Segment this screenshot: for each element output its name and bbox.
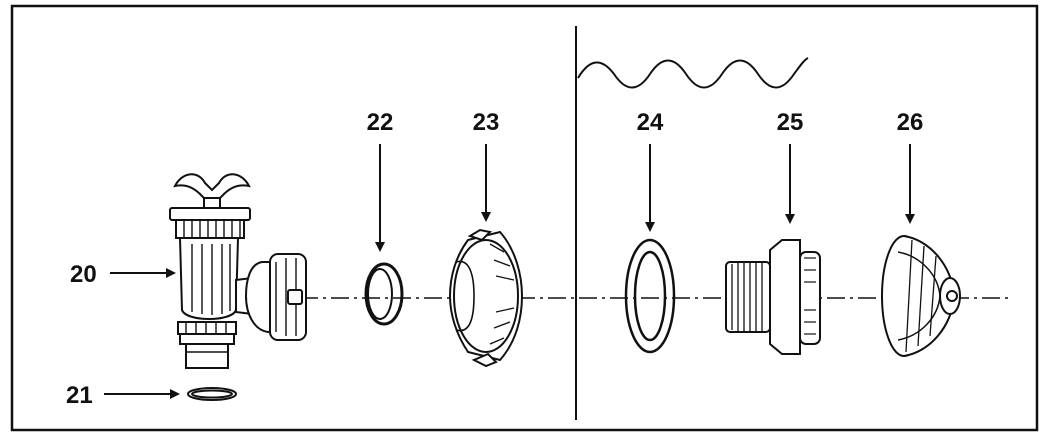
diagram-border <box>10 4 1039 432</box>
label-part-26: 26 <box>897 109 924 136</box>
jet-fitting-part-26 <box>881 235 961 357</box>
label-part-20: 20 <box>70 261 97 288</box>
pointer-arrows <box>104 144 915 399</box>
label-part-22: 22 <box>367 109 394 136</box>
water-wave-icon <box>577 57 809 89</box>
plunger-valve-part-20 <box>169 173 308 369</box>
threaded-fitting-part-25 <box>725 239 821 355</box>
label-part-24: 24 <box>637 109 664 136</box>
label-part-23: 23 <box>473 109 500 136</box>
gasket-part-24 <box>624 238 676 354</box>
ring-part-22 <box>364 262 404 326</box>
o-ring-part-21 <box>187 387 237 401</box>
label-part-25: 25 <box>777 109 804 136</box>
lock-nut-part-23 <box>448 228 524 368</box>
label-part-21: 21 <box>66 382 93 409</box>
